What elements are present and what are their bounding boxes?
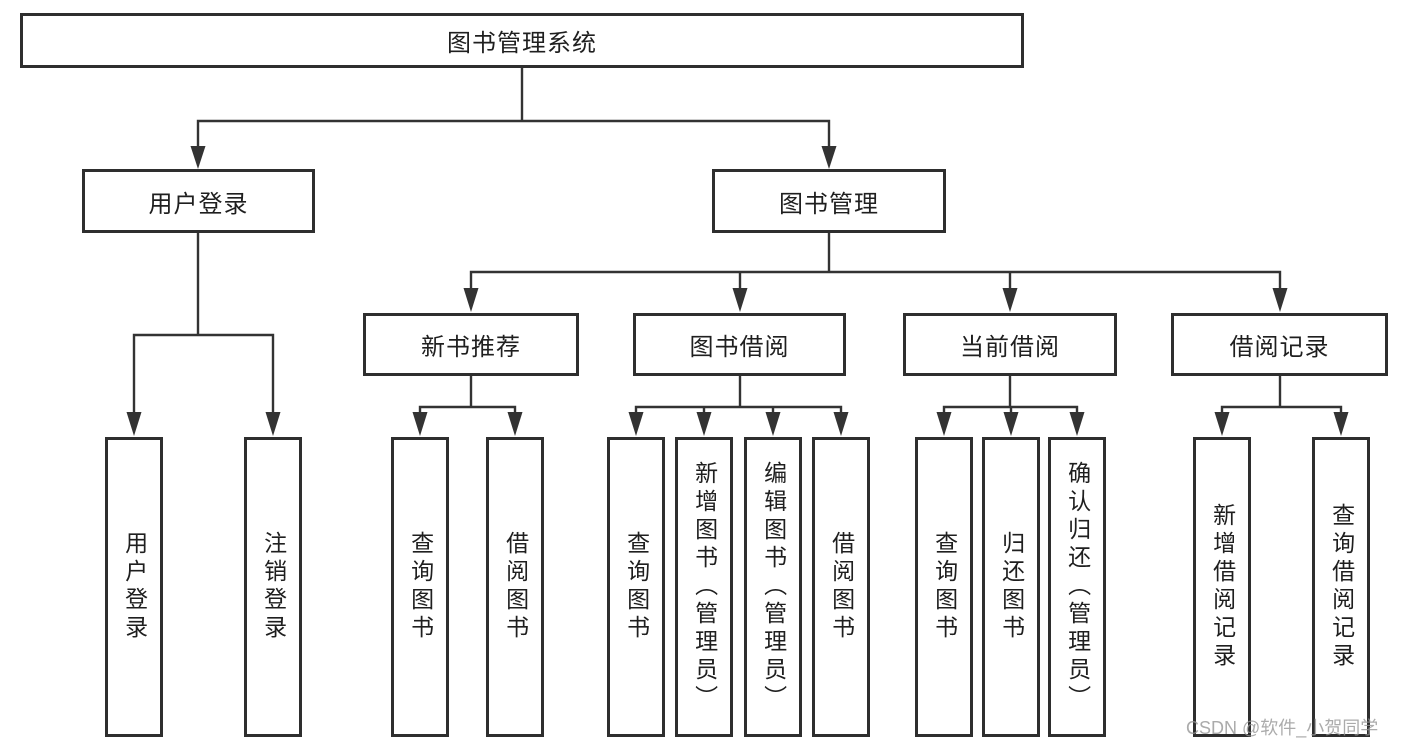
- node-label: 新增借阅记录: [1209, 503, 1236, 671]
- arrowhead-icon: [1003, 412, 1019, 436]
- node-label: 借阅图书: [502, 531, 529, 643]
- leaf-borrow-books-recommend: 借阅图书: [486, 437, 544, 737]
- node-label: 图书管理系统: [447, 30, 597, 57]
- connector-user-login-children: [126, 233, 281, 436]
- leaf-borrow-books: 借阅图书: [812, 437, 870, 737]
- arrowhead-icon: [1069, 412, 1085, 436]
- leaf-query-books-recommend: 查询图书: [391, 437, 449, 737]
- arrowhead-icon: [1002, 288, 1018, 312]
- node-label: 借阅图书: [828, 531, 855, 643]
- csdn-watermark: CSDN @软件_小贺同学: [1186, 718, 1379, 738]
- arrowhead-icon: [507, 412, 523, 436]
- node-current-borrowing: 当前借阅: [903, 313, 1117, 376]
- leaf-user-login: 用户登录: [105, 437, 163, 737]
- leaf-return-books: 归还图书: [982, 437, 1040, 737]
- arrowhead-icon: [696, 412, 712, 436]
- arrowhead-icon: [412, 412, 428, 436]
- arrowhead-icon: [1333, 412, 1349, 436]
- node-label: 用户登录: [148, 190, 249, 218]
- arrowhead-icon: [265, 412, 281, 436]
- node-label: 新增图书（管理员）: [691, 461, 718, 713]
- connector-book-borrow-children: [628, 376, 849, 436]
- arrowhead-icon: [833, 412, 849, 436]
- node-label: 查询图书: [931, 531, 958, 643]
- leaf-query-books-borrow: 查询图书: [607, 437, 665, 737]
- node-label: 用户登录: [121, 531, 148, 643]
- connector-new-book-children: [412, 376, 523, 436]
- leaf-confirm-return-admin: 确认归还（管理员）: [1048, 437, 1106, 737]
- node-label: 查询图书: [623, 531, 650, 643]
- node-label: 注销登录: [260, 531, 287, 643]
- arrowhead-icon: [190, 146, 206, 169]
- node-label: 查询借阅记录: [1328, 503, 1355, 671]
- node-book-management: 图书管理: [712, 169, 946, 233]
- connector-book-management-children: [463, 233, 1288, 312]
- node-label: 查询图书: [407, 531, 434, 643]
- connector-root-to-level2: [190, 68, 837, 169]
- leaf-edit-book-admin: 编辑图书（管理员）: [744, 437, 802, 737]
- node-book-borrowing: 图书借阅: [633, 313, 846, 376]
- arrowhead-icon: [1214, 412, 1230, 436]
- node-label: 图书借阅: [689, 334, 790, 361]
- arrowhead-icon: [126, 412, 142, 436]
- arrowhead-icon: [936, 412, 952, 436]
- node-user-login: 用户登录: [82, 169, 315, 233]
- leaf-query-books-current: 查询图书: [915, 437, 973, 737]
- arrowhead-icon: [765, 412, 781, 436]
- arrowhead-icon: [821, 146, 837, 169]
- node-label: 确认归还（管理员）: [1064, 461, 1091, 713]
- leaf-logout: 注销登录: [244, 437, 302, 737]
- node-library-management-system: 图书管理系统: [20, 13, 1024, 68]
- node-label: 新书推荐: [421, 334, 521, 361]
- node-label: 编辑图书（管理员）: [760, 461, 787, 713]
- arrowhead-icon: [628, 412, 644, 436]
- leaf-add-book-admin: 新增图书（管理员）: [675, 437, 733, 737]
- leaf-query-borrow-record: 查询借阅记录: [1312, 437, 1370, 737]
- arrowhead-icon: [732, 288, 748, 312]
- node-label: 图书管理: [779, 190, 879, 218]
- node-new-book-recommendation: 新书推荐: [363, 313, 579, 376]
- node-label: 当前借阅: [960, 334, 1060, 361]
- leaf-add-borrow-record: 新增借阅记录: [1193, 437, 1251, 737]
- node-borrowing-records: 借阅记录: [1171, 313, 1388, 376]
- connector-records-children: [1214, 376, 1349, 436]
- arrowhead-icon: [1272, 288, 1288, 312]
- node-label: 借阅记录: [1229, 334, 1330, 361]
- connector-current-borrow-children: [936, 376, 1085, 436]
- node-label: 归还图书: [998, 531, 1025, 643]
- arrowhead-icon: [463, 288, 479, 312]
